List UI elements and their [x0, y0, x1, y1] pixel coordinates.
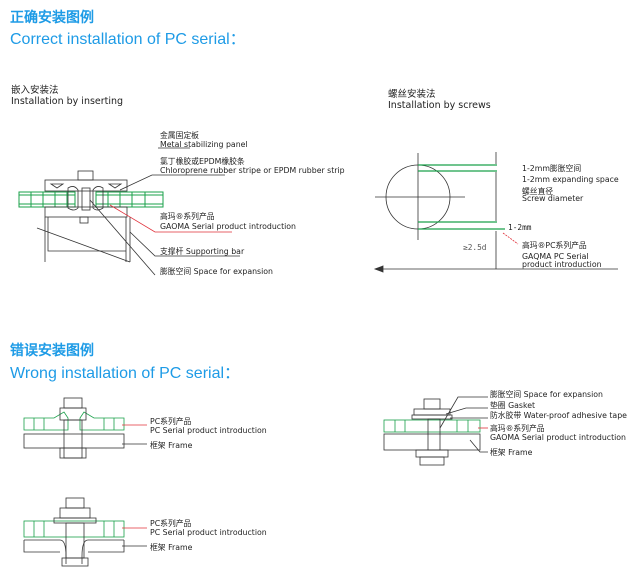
expanding-space-en: 1-2mm expanding space: [522, 175, 619, 184]
wrong-diagram-3: [383, 396, 488, 466]
expansion-space-label: 膨胀空间 Space for expansion: [160, 267, 273, 276]
screw-diameter-en: Screw diameter: [522, 194, 584, 203]
wrong3-product-cn: 高玛®系列产品: [490, 424, 545, 433]
metal-label-cn: 金属固定板: [160, 131, 199, 140]
wrong3-product-en: GAOMA Serial product introduction: [490, 433, 627, 442]
wrong3-space: 膨胀空间 Space for expansion: [490, 390, 603, 399]
wrong-diagram-1: [23, 397, 147, 459]
leader-lines: [89, 147, 240, 276]
wrong2-frame: 框架 Frame: [150, 543, 193, 552]
screws-title-cn: 螺丝安装法: [388, 89, 436, 100]
wrong1-product-cn: PC系列产品: [150, 417, 192, 426]
wrong1-product-en: PC Serial product introduction: [150, 426, 267, 435]
wrong-title-cn: 错误安装图例: [10, 343, 94, 359]
product-label-en: GAOMA Serial product introduction: [160, 222, 297, 231]
wrong-title-en: Wrong installation of PC serial：: [10, 365, 241, 382]
wrong3-frame: 框架 Frame: [490, 448, 533, 457]
pc-panel-left: [18, 191, 76, 208]
screws-title-en: Installation by screws: [388, 100, 491, 111]
wrong-diagram-2: [23, 497, 147, 567]
product-label-cn: 高玛®系列产品: [160, 212, 215, 221]
rubber-label-cn: 氯丁橡胶或EPDM橡胶条: [160, 157, 245, 166]
screws-product-cn: 高玛®PC系列产品: [522, 241, 587, 250]
distance-label: ≥2.5d: [463, 243, 487, 252]
wrong2-product-en: PC Serial product introduction: [150, 528, 267, 537]
inserting-title-en: Installation by inserting: [11, 96, 124, 107]
correct-title-cn: 正确安装图例: [10, 10, 94, 26]
metal-label-en: Metal stabilizing panel: [160, 140, 248, 149]
correct-title-en: Correct installation of PC serial：: [10, 31, 246, 48]
clamp: [36, 170, 131, 263]
inserting-title-cn: 嵌入安装法: [11, 85, 59, 96]
wrong1-frame: 框架 Frame: [150, 441, 193, 450]
screws-product-en1: GAQMA PC Serial: [522, 252, 589, 261]
rubber-label-en: Chloroprene rubber stripe or EPDM rubber…: [160, 166, 345, 175]
wrong3-tape: 防水胶带 Water-proof adhesive tape: [490, 411, 627, 420]
pc-panel-right: [95, 191, 164, 208]
screw-diameter-cn: 螺丝直径: [522, 187, 554, 196]
supporting-bar-label: 支撑杆 Supporting bar: [160, 247, 245, 256]
gap-label: 1-2mm: [508, 223, 532, 232]
screws-product-en2: product introduction: [522, 260, 602, 269]
expanding-space-cn: 1-2mm膨胀空间: [522, 164, 582, 173]
wrong3-gasket: 垫圈 Gasket: [490, 401, 536, 410]
wrong2-product-cn: PC系列产品: [150, 519, 192, 528]
